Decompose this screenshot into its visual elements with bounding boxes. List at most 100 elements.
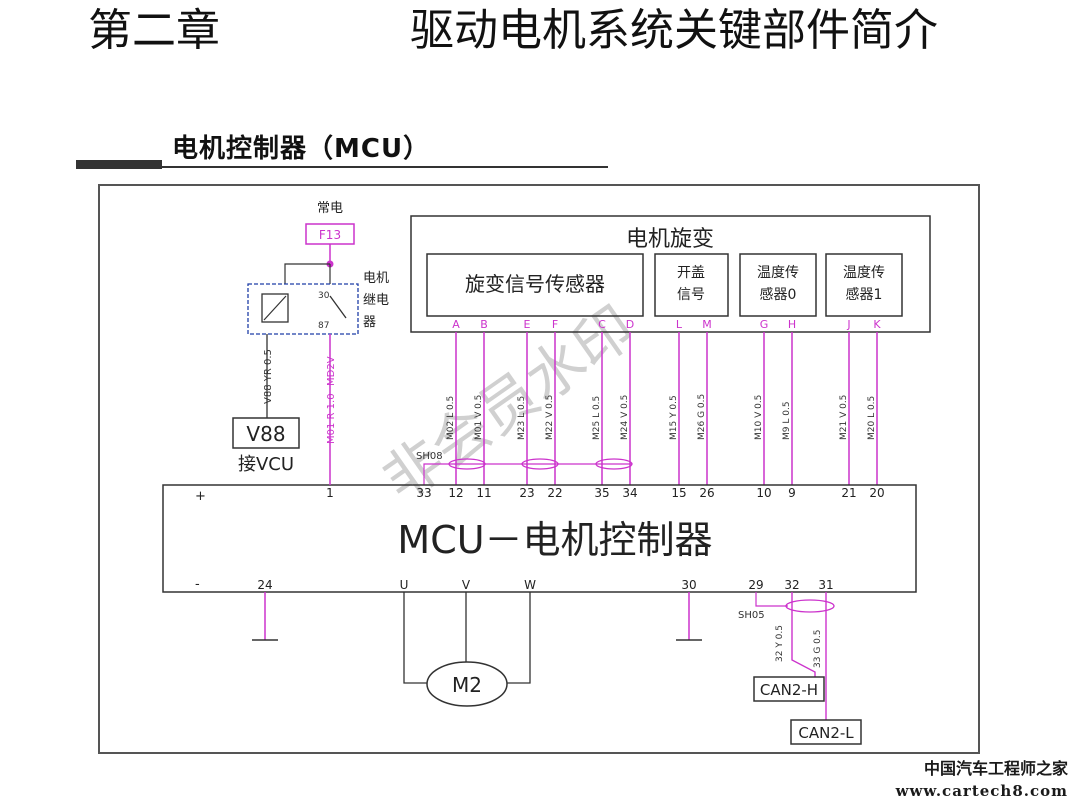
- relay-label-2: 继电: [363, 293, 389, 308]
- v88-box: [232, 417, 300, 449]
- cover-signal-label-1: 开盖: [677, 265, 705, 281]
- resolver-wire-label: M15 Y 0.5: [669, 395, 679, 440]
- mcu-top-pin-label: 35: [594, 486, 609, 500]
- cover-signal-label-2: 信号: [677, 287, 705, 303]
- resolver-wire-label: M21 V 0.5: [839, 395, 849, 440]
- resolver-wire-label: M26 G 0.5: [697, 394, 707, 440]
- relay-coil: [261, 293, 289, 323]
- mcu-top-pin-label: 21: [841, 486, 856, 500]
- resolver-wire-label: M20 L 0.5: [867, 396, 877, 440]
- v88-wire-label: V88 YR 0.5: [263, 349, 274, 404]
- footer-site-name: 中国汽车工程师之家: [923, 759, 1068, 778]
- resolver-box-title: 电机旋变: [626, 227, 714, 252]
- can-h-label: CAN2-H: [760, 681, 818, 699]
- mcu-top-pin-label: 20: [869, 486, 884, 500]
- resolver-pin-label: B: [480, 318, 488, 331]
- mcu-top-pin-label: 9: [788, 486, 796, 500]
- m01-wire-tag: MD2V: [326, 356, 337, 386]
- v88-box-label: V88: [246, 422, 285, 446]
- pin-u-label: U: [400, 578, 409, 592]
- mcu-top-pin-label: 12: [448, 486, 463, 500]
- relay-pin-bottom-label: 87: [318, 321, 329, 331]
- can-l-label: CAN2-L: [798, 724, 854, 742]
- pin-29-label: 29: [748, 578, 763, 592]
- resolver-pin-label: G: [760, 318, 769, 331]
- relay-contact: [329, 295, 347, 319]
- resolver-pin-label: D: [626, 318, 634, 331]
- cover-signal-box: [654, 253, 729, 317]
- can-h-box: [753, 676, 825, 702]
- temp-sensor-0-label-2: 感器0: [760, 286, 797, 303]
- mcu-box: [162, 484, 917, 593]
- temp-sensor-0-label-1: 温度传: [757, 265, 799, 281]
- resolver-pin-label: M: [702, 318, 712, 331]
- slide-title: 第二章 驱动电机系统关键部件简介: [88, 6, 988, 56]
- relay-label-3: 器: [363, 315, 376, 330]
- can-l-box: [790, 719, 862, 745]
- can-h-wire-label: 32 Y 0.5: [775, 625, 785, 662]
- relay-label-1: 电机: [363, 271, 389, 286]
- resolver-pin-label: F: [552, 318, 558, 331]
- resolver-wire-label: M10 V 0.5: [754, 395, 764, 440]
- temp-sensor-1-label-2: 感器1: [846, 286, 883, 303]
- resolver-wire-label: M22 V 0.5: [545, 395, 555, 440]
- resolver-wire-label: M01 V 0.5: [474, 395, 484, 440]
- motor-label: M2: [452, 673, 482, 697]
- pin-32-label: 32: [784, 578, 799, 592]
- mcu-top-pin-label: 34: [622, 486, 637, 500]
- can-shield-ellipse: [785, 599, 835, 613]
- subtitle-underline-thin: [162, 166, 608, 168]
- motor-symbol: [426, 661, 508, 707]
- pin-24-label: 24: [257, 578, 272, 592]
- chapter-title: 驱动电机系统关键部件简介: [410, 5, 938, 56]
- resolver-wire-label: M24 V 0.5: [620, 395, 630, 440]
- resolver-pin-label: L: [676, 318, 683, 331]
- can-shield-label: SH05: [738, 610, 765, 621]
- section-subtitle: 电机控制器（MCU）: [172, 134, 431, 164]
- pin-31-label: 31: [818, 578, 833, 592]
- phase-u-wire: [403, 592, 428, 684]
- resolver-sensor-box: [426, 253, 644, 317]
- fuse-label: F13: [319, 228, 341, 242]
- mcu-top-pin-label: 15: [671, 486, 686, 500]
- resolver-pin-label: A: [452, 318, 460, 331]
- resolver-sensor-label: 旋变信号传感器: [465, 272, 605, 296]
- mcu-pin-1-label: 1: [326, 486, 334, 500]
- chapter-label: 第二章: [88, 5, 220, 56]
- resolver-box: [410, 215, 931, 333]
- footer-site-url: www.cartech8.com: [895, 782, 1068, 800]
- mcu-top-pin-label: 22: [547, 486, 562, 500]
- mcu-plus-sign: +: [195, 489, 206, 504]
- shield-pin-label: 33: [416, 486, 431, 500]
- coil-feed-wire: [284, 263, 330, 284]
- pin-w-label: W: [524, 578, 536, 592]
- mcu-top-pin-label: 10: [756, 486, 771, 500]
- mcu-minus-sign: -: [195, 577, 200, 592]
- resolver-wire-label: M02 L 0.5: [446, 396, 456, 440]
- resolver-pin-label: E: [524, 318, 531, 331]
- relay-coil-mark: [263, 295, 287, 321]
- m01-wire-label: M01 R 1.0: [326, 393, 337, 444]
- constant-power-label: 常电: [317, 201, 343, 216]
- phase-w-wire: [506, 592, 531, 684]
- temp-sensor-0-box: [739, 253, 817, 317]
- pin-30-label: 30: [681, 578, 696, 592]
- temp-sensor-1-label-1: 温度传: [843, 265, 885, 281]
- resolver-pin-label: C: [598, 318, 606, 331]
- diagram-frame: [98, 184, 980, 754]
- shield-drain-wire: [423, 463, 632, 485]
- mcu-top-pin-label: 23: [519, 486, 534, 500]
- mcu-top-pin-label: 11: [476, 486, 491, 500]
- pin-v-label: V: [462, 578, 471, 592]
- relay-pin-top-label: 30: [318, 291, 330, 301]
- resolver-pin-label: K: [873, 318, 881, 331]
- can-shield-drain: [755, 592, 788, 607]
- relay-box: [247, 283, 359, 335]
- subtitle-underline-thick: [76, 160, 162, 169]
- resolver-wire-label: M9 L 0.5: [782, 401, 792, 440]
- shield-label: SH08: [416, 451, 443, 462]
- footer-watermark: 中国汽车工程师之家 www.cartech8.com: [896, 758, 1068, 802]
- vcu-label: 接VCU: [238, 454, 294, 475]
- mcu-label: MCU－电机控制器: [397, 518, 712, 562]
